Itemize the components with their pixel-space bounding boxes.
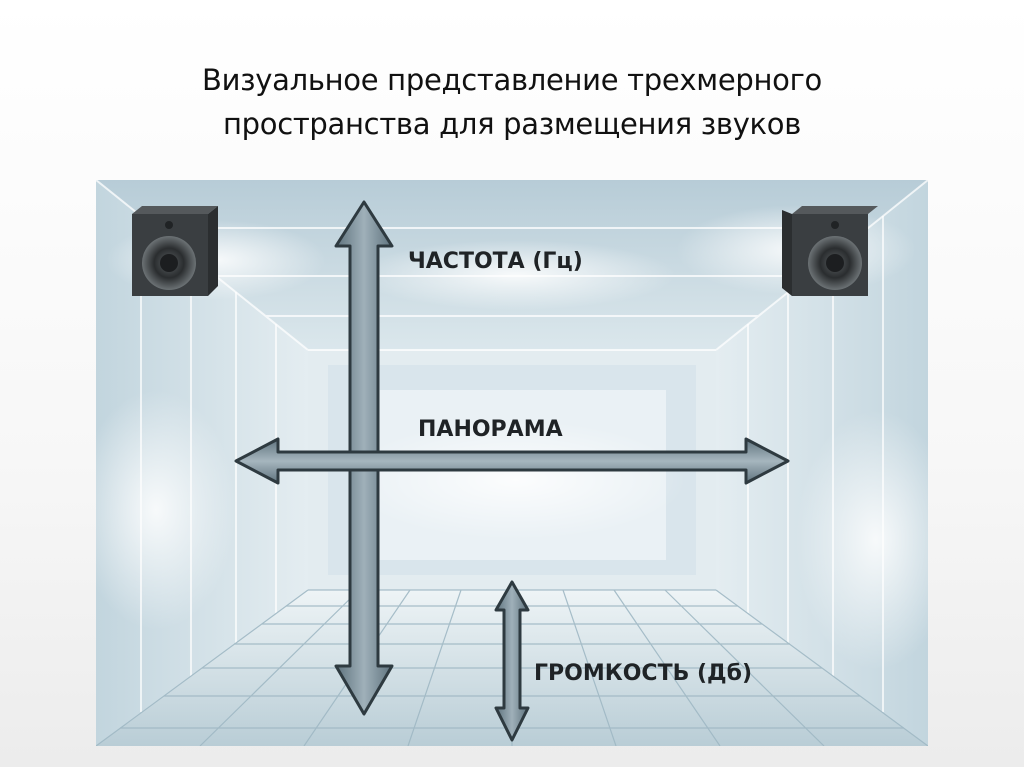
panorama-label: ПАНОРАМА [418, 417, 563, 442]
left-speaker-icon [132, 206, 218, 296]
panorama-arrow [234, 437, 790, 485]
3d-sound-space-diagram: ЧАСТОТА (Гц) ПАНОРАМА ГРОМКОСТЬ (Дб) [96, 180, 928, 746]
right-speaker-icon [782, 206, 878, 296]
loudness-arrow [494, 580, 530, 742]
title-line-2: пространства для размещения звуков [222, 107, 802, 141]
title-line-1: Визуальное представление трехмерного [201, 63, 822, 97]
frequency-label: ЧАСТОТА (Гц) [408, 249, 583, 274]
loudness-label: ГРОМКОСТЬ (Дб) [534, 661, 752, 686]
slide-title: Визуальное представление трехмерного про… [0, 58, 1024, 146]
